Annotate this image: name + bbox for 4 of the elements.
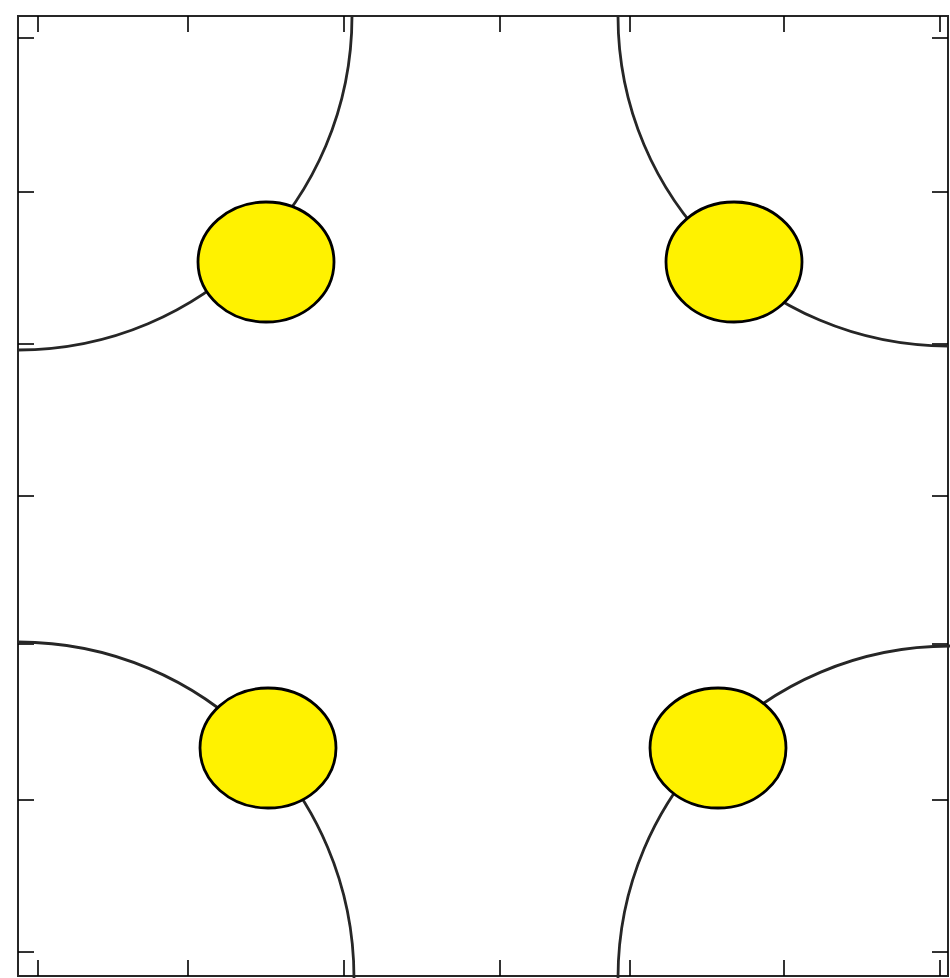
dot	[198, 686, 338, 810]
dot	[196, 200, 336, 324]
dot	[648, 686, 788, 810]
dot	[664, 200, 804, 324]
